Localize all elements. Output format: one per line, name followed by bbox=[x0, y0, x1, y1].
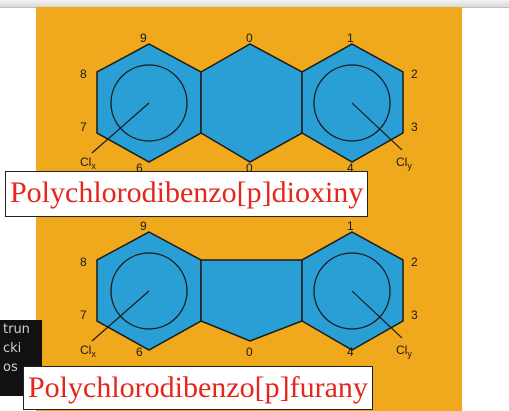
dioxin-position-9: 9 bbox=[140, 31, 147, 45]
furan-substituent-clx: Clx bbox=[80, 343, 96, 359]
dioxin-position-2: 2 bbox=[411, 67, 418, 81]
furan-cly-bond bbox=[351, 290, 403, 339]
furan-position-9: 9 bbox=[140, 219, 147, 233]
furan-position-3: 3 bbox=[411, 308, 418, 322]
dioxin-molecule: 9 0 1 8 7 2 3 6 0 4 Clx Cly bbox=[80, 31, 418, 175]
furan-position-6: 6 bbox=[136, 345, 143, 359]
dioxin-position-0-bottom: 0 bbox=[246, 161, 253, 175]
side-text-line: os bbox=[3, 360, 18, 375]
dioxin-caption: Polychlorodibenzo[p]dioxiny bbox=[5, 171, 369, 217]
furan-position-4: 4 bbox=[347, 345, 354, 359]
furan-center-ring bbox=[200, 259, 303, 342]
dioxin-position-0-top: 0 bbox=[246, 31, 253, 45]
dioxin-clx-bond bbox=[91, 102, 150, 154]
furan-position-7: 7 bbox=[80, 308, 87, 322]
furan-position-0: 0 bbox=[246, 345, 253, 359]
dioxin-position-3: 3 bbox=[411, 120, 418, 134]
furan-substituent-cly: Cly bbox=[396, 343, 412, 359]
dioxin-substituent-cly: Cly bbox=[396, 155, 412, 171]
dioxin-position-8: 8 bbox=[80, 67, 87, 81]
furan-caption: Polychlorodibenzo[p]furany bbox=[23, 366, 373, 410]
dioxin-center-ring bbox=[200, 43, 303, 163]
dioxin-position-4: 4 bbox=[347, 161, 354, 175]
dioxin-left-aromatic-circle bbox=[110, 64, 188, 142]
furan-position-8: 8 bbox=[80, 255, 87, 269]
furan-clx-bond bbox=[91, 290, 150, 342]
furan-molecule: 9 1 8 7 2 3 6 0 4 Clx Cly bbox=[80, 219, 418, 359]
dioxin-substituent-clx: Clx bbox=[80, 155, 96, 171]
dioxin-position-6: 6 bbox=[136, 161, 143, 175]
side-text-line: cki bbox=[3, 341, 22, 356]
furan-left-aromatic-circle bbox=[110, 252, 188, 330]
furan-position-1: 1 bbox=[347, 219, 354, 233]
furan-right-aromatic-circle bbox=[313, 252, 391, 330]
dioxin-position-1: 1 bbox=[347, 31, 354, 45]
dioxin-cly-bond bbox=[351, 102, 403, 151]
furan-position-2: 2 bbox=[411, 255, 418, 269]
side-text-line: trun bbox=[3, 322, 30, 337]
dioxin-right-aromatic-circle bbox=[313, 64, 391, 142]
dioxin-position-7: 7 bbox=[80, 120, 87, 134]
